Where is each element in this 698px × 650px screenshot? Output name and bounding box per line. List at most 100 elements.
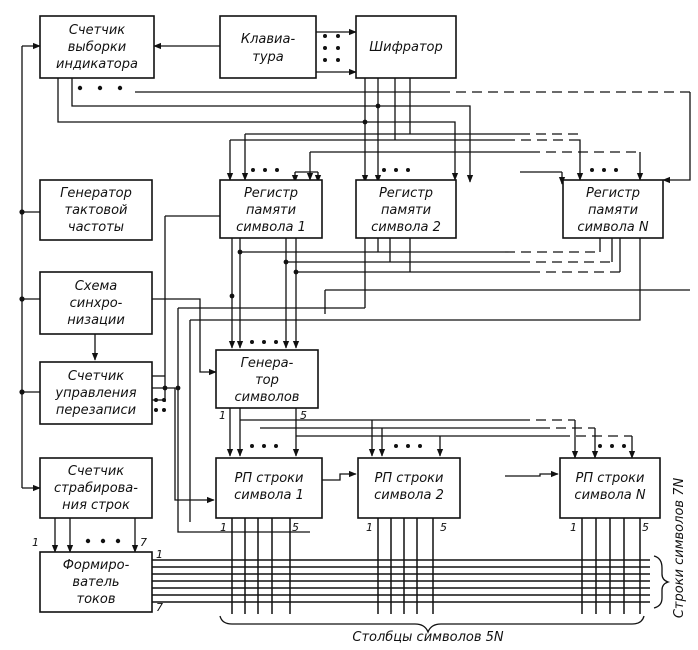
block-label: Клавиа-: [241, 32, 296, 47]
svg-text:индикатора: индикатора: [56, 57, 138, 72]
block-label: Генера-: [241, 356, 294, 371]
svg-text:РП строки: РП строки: [235, 471, 304, 486]
svg-text:частоты: частоты: [68, 220, 124, 235]
block-label: РП строки: [576, 471, 645, 486]
block-label: токов: [77, 592, 116, 607]
block-label: памяти: [588, 203, 638, 218]
wires: [19, 28, 691, 634]
block-label: тура: [252, 50, 284, 65]
block-label: Генератор: [60, 186, 132, 201]
svg-text:Регистр: Регистр: [379, 186, 433, 201]
block-label: синхро-: [70, 296, 123, 311]
block-label: символа N: [577, 220, 648, 235]
block-label: Регистр: [586, 186, 640, 201]
block-label: символа 2: [374, 488, 444, 503]
columns-label: Столбцы символов 5N: [352, 630, 504, 645]
block-label: символа 1: [234, 488, 304, 503]
svg-text:управления: управления: [54, 386, 136, 401]
block-label: Счетчик: [69, 23, 125, 38]
pin-labels: 1 5 1 5 1 5 1 5 1 7 1 7: [32, 409, 649, 614]
block-label: РП строки: [375, 471, 444, 486]
block-label: страбирова-: [54, 481, 138, 496]
svg-text:низации: низации: [67, 313, 125, 328]
pin-5: 5: [300, 409, 307, 422]
pin-7: 7: [140, 536, 147, 549]
block-label: низации: [67, 313, 125, 328]
block-label: Регистр: [244, 186, 298, 201]
block-label: символа 1: [236, 220, 306, 235]
block-strobe-counter: Счетчик страбирова- ния строк: [39, 457, 153, 519]
block-encoder: Шифратор: [355, 15, 457, 79]
svg-text:символов: символов: [235, 390, 300, 405]
svg-text:ватель: ватель: [72, 575, 119, 590]
block-label: Шифратор: [369, 40, 442, 55]
svg-text:Клавиа-: Клавиа-: [241, 32, 296, 47]
block-label: символа 2: [371, 220, 441, 235]
pin-5: 5: [642, 521, 649, 534]
svg-text:тура: тура: [252, 50, 284, 65]
block-indicator-counter: Счетчик выборки индикатора: [39, 15, 155, 79]
svg-text:Регистр: Регистр: [244, 186, 298, 201]
pin-7: 7: [156, 601, 163, 614]
block-label: символов: [235, 390, 300, 405]
block-label: Регистр: [379, 186, 433, 201]
block-label: тор: [255, 373, 279, 388]
svg-text:Счетчик: Счетчик: [69, 23, 125, 38]
pin-1: 1: [156, 548, 163, 561]
block-current-former: Формиро- ватель токов: [39, 551, 153, 613]
block-rp-n: РП строки символа N: [559, 457, 661, 519]
svg-text:Генера-: Генера-: [241, 356, 294, 371]
svg-text:символа N: символа N: [574, 488, 645, 503]
svg-text:Счетчик: Счетчик: [68, 369, 124, 384]
rows-label: Строки символов 7N: [672, 478, 687, 619]
svg-text:символа 2: символа 2: [374, 488, 444, 503]
pin-5: 5: [440, 521, 447, 534]
block-label: символа N: [574, 488, 645, 503]
block-rp-1: РП строки символа 1: [215, 457, 323, 519]
block-keyboard: Клавиа- тура: [219, 15, 317, 79]
svg-text:РП строки: РП строки: [576, 471, 645, 486]
block-rp-2: РП строки символа 2: [357, 457, 461, 519]
pin-1: 1: [220, 521, 227, 534]
block-label: Счетчик: [68, 464, 124, 479]
svg-text:тор: тор: [255, 373, 279, 388]
block-label: ватель: [72, 575, 119, 590]
pin-1: 1: [570, 521, 577, 534]
block-label: частоты: [68, 220, 124, 235]
svg-text:Шифратор: Шифратор: [369, 40, 442, 55]
block-char-generator: Генера- тор символов: [215, 349, 319, 409]
svg-text:символа N: символа N: [577, 220, 648, 235]
block-register-2: Регистр памяти символа 2: [355, 179, 457, 239]
pin-5: 5: [292, 521, 299, 534]
svg-text:памяти: памяти: [381, 203, 431, 218]
block-label: памяти: [381, 203, 431, 218]
svg-text:Счетчик: Счетчик: [68, 464, 124, 479]
block-label: тактовой: [65, 203, 128, 218]
block-label: выборки: [68, 40, 126, 55]
block-label: Формиро-: [63, 558, 130, 573]
block-label: памяти: [246, 203, 296, 218]
pin-1: 1: [366, 521, 373, 534]
svg-text:символа 1: символа 1: [234, 488, 304, 503]
svg-text:символа 2: символа 2: [371, 220, 441, 235]
svg-text:символа 1: символа 1: [236, 220, 306, 235]
block-label: РП строки: [235, 471, 304, 486]
svg-text:токов: токов: [77, 592, 116, 607]
block-clock-generator: Генератор тактовой частоты: [39, 179, 153, 241]
svg-text:РП строки: РП строки: [375, 471, 444, 486]
block-label: ния строк: [62, 498, 130, 513]
svg-text:страбирова-: страбирова-: [54, 481, 138, 496]
bus-ellipsis-dots: [77, 34, 626, 544]
svg-text:перезаписи: перезаписи: [56, 403, 136, 418]
svg-text:Генератор: Генератор: [60, 186, 132, 201]
block-label: управления: [54, 386, 136, 401]
block-sync-circuit: Схема синхро- низации: [39, 271, 153, 335]
block-label: индикатора: [56, 57, 138, 72]
svg-text:синхро-: синхро-: [70, 296, 123, 311]
block-register-n: Регистр памяти символа N: [562, 179, 664, 239]
svg-text:Формиро-: Формиро-: [63, 558, 130, 573]
pin-1: 1: [32, 536, 39, 549]
svg-text:ния строк: ния строк: [62, 498, 130, 513]
block-label: Счетчик: [68, 369, 124, 384]
